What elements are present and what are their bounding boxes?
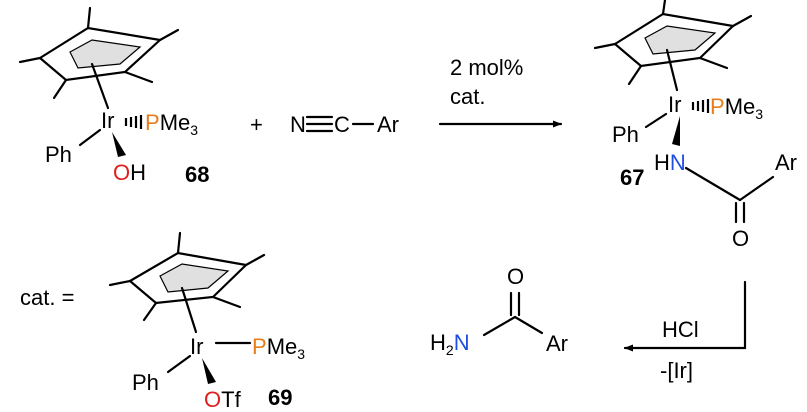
- oxygen-69: O: [204, 387, 221, 412]
- hcl-reagent: HCl: [662, 317, 699, 342]
- phenyl-67: Ph: [612, 122, 639, 147]
- reaction-arrow-1: 2 mol% cat.: [438, 55, 563, 128]
- nitrile-nitrogen: N: [290, 112, 306, 137]
- compound-68: Ir PMe3 Ph OH 68: [18, 6, 209, 187]
- nitrile-carbon: C: [334, 112, 350, 137]
- carbonyl-oxygen-67: O: [732, 226, 749, 251]
- wedge-bond-ir-o-68: [112, 132, 126, 157]
- iridium-67: Ir: [668, 92, 681, 117]
- cp-star-ring-67: [593, 0, 753, 92]
- compound-67: Ir PMe3 Ph HN O Ar 67: [593, 0, 797, 251]
- catalyst-label: cat.: [450, 84, 485, 109]
- cp-star-ring-69: [108, 231, 266, 334]
- amide-nitrogen: H2N: [430, 330, 470, 358]
- catalyst-definition: cat. =: [20, 285, 74, 310]
- compound-69: Ir PMe3 Ph OTf 69: [108, 231, 305, 412]
- aryl-nitrile: Ar: [377, 112, 399, 137]
- nitrile: N C Ar: [290, 112, 399, 137]
- phosphorus-69: P: [252, 334, 267, 359]
- aryl-amide: Ar: [546, 331, 568, 356]
- phosphine-67: PMe3: [710, 94, 763, 122]
- phosphorus-68: P: [145, 110, 160, 135]
- amide-oxygen: O: [507, 264, 524, 289]
- iridium-removal: -[Ir]: [660, 358, 693, 383]
- phenyl-68: Ph: [45, 142, 72, 167]
- hashed-bond-ir-p-67: [691, 99, 710, 113]
- phosphine-69: PMe3: [252, 334, 305, 362]
- triflate-69: OTf: [204, 387, 242, 412]
- nitrogen-amide: N: [454, 330, 470, 355]
- compound-number-68: 68: [185, 162, 209, 187]
- plus-sign: +: [250, 112, 263, 137]
- catalyst-loading: 2 mol%: [450, 55, 523, 80]
- nitrogen-67: N: [670, 150, 686, 175]
- compound-number-67: 67: [620, 165, 644, 190]
- amide-product: H2N O Ar: [430, 264, 568, 358]
- iridium-69: Ir: [190, 334, 203, 359]
- hashed-bond-ir-p-68: [124, 115, 143, 129]
- aryl-67: Ar: [775, 150, 797, 175]
- phosphorus-67: P: [710, 94, 725, 119]
- oxygen-68: O: [113, 160, 130, 185]
- wedge-bond-ir-o-69: [202, 358, 216, 384]
- cp-star-ring-68: [18, 6, 180, 110]
- compound-number-69: 69: [268, 385, 292, 410]
- iridium-68: Ir: [101, 108, 114, 133]
- hydroxide-68: OH: [113, 160, 146, 185]
- wedge-bond-ir-n-67: [672, 116, 680, 146]
- phenyl-69: Ph: [132, 370, 159, 395]
- phosphine-68: PMe3: [145, 110, 198, 138]
- reaction-arrow-2: HCl -[Ir]: [623, 280, 747, 383]
- amido-67: HN: [654, 150, 686, 175]
